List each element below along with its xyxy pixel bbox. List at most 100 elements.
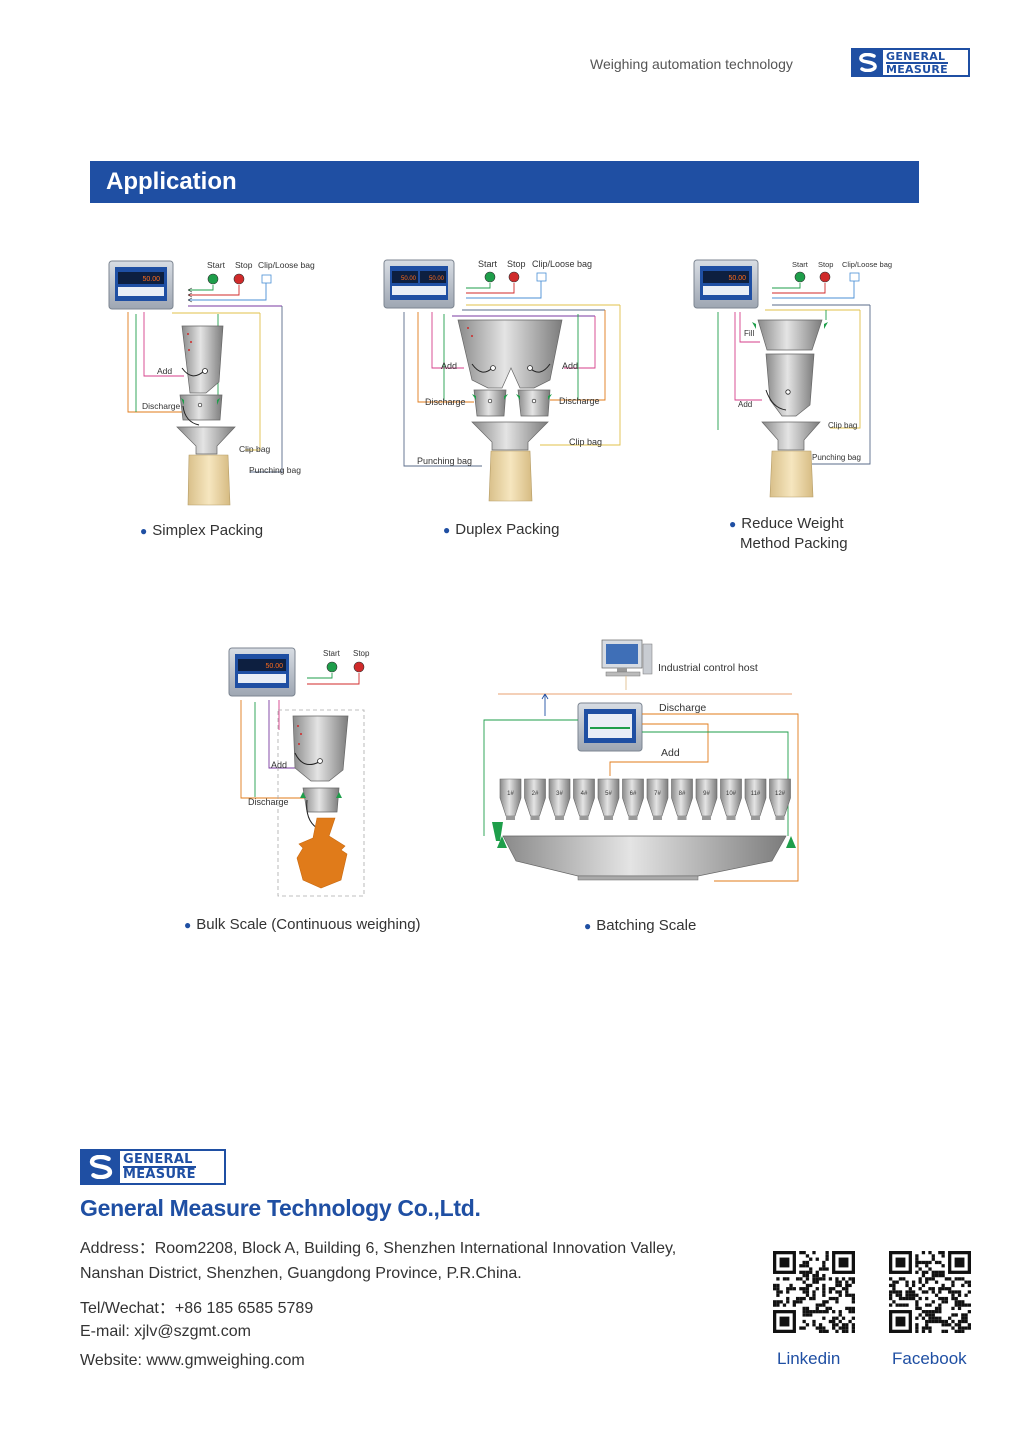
indicator-readout: 50.00 [728, 275, 746, 282]
bin-label: 6# [630, 791, 637, 797]
email: E-mail: xjlv@szgmt.com [80, 1323, 251, 1340]
punching-bag-label: Punching bag [812, 453, 861, 462]
discharge-label-left: Discharge [425, 397, 466, 407]
add-label: Add [157, 366, 172, 376]
discharge-label: Discharge [142, 401, 181, 411]
bin-label: 2# [532, 791, 539, 797]
logo-icon [853, 50, 883, 75]
bin-label: 4# [581, 791, 588, 797]
host-label: Industrial control host [658, 662, 758, 674]
clip-loose-label: Clip/Loose bag [842, 260, 892, 269]
bin-gate [702, 816, 711, 820]
stop-button-icon [819, 271, 831, 283]
logo-line1: GENERAL [123, 1152, 193, 1167]
bin-silo-icon [573, 778, 595, 817]
logo-line2: MEASURE [123, 1166, 196, 1182]
bin-silo-icon [695, 778, 718, 817]
bin-label: 5# [605, 791, 612, 797]
bullet-icon: ● [443, 523, 451, 537]
clip-bag-label: Clip bag [569, 437, 602, 447]
start-label: Start [792, 260, 809, 269]
stop-button-icon [233, 273, 245, 285]
logo-icon [82, 1151, 120, 1183]
section-banner: Application [90, 161, 919, 203]
bin-label: 3# [556, 791, 563, 797]
collection-hopper-icon [502, 835, 787, 877]
discharge-label: Discharge [659, 702, 706, 714]
clip-bag-label: Clip bag [239, 444, 270, 454]
caption-batching-text: Batching Scale [596, 917, 697, 934]
bullet-icon: ● [184, 918, 192, 932]
caption-bulk-text: Bulk Scale (Continuous weighing) [196, 916, 421, 933]
bin-label: 12# [775, 791, 786, 797]
bin-gate [579, 816, 589, 820]
stop-label: Stop [507, 259, 526, 269]
bullet-icon: ● [584, 919, 592, 933]
weighing-indicator: 50.00 [693, 259, 759, 309]
bin-silo-icon [597, 778, 620, 817]
batching-scale-diagram: Industrial control host Discharge Add 1#… [483, 639, 799, 882]
bin-label: 11# [751, 791, 761, 797]
caption-duplex: ● Duplex Packing [443, 520, 559, 540]
clip-bag-label: Clip bag [828, 421, 857, 430]
section-title: Application [106, 168, 237, 195]
bin-gate [506, 816, 515, 820]
bin-silo-icon [646, 778, 669, 817]
add-label-left: Add [441, 361, 457, 371]
start-label: Start [207, 260, 226, 270]
address-line-2: Nanshan District, Shenzhen, Guangdong Pr… [80, 1265, 522, 1282]
bin-gate [775, 816, 785, 820]
bin-label: 9# [703, 791, 710, 797]
weighing-indicator [577, 702, 643, 752]
caption-simplex-text: Simplex Packing [152, 522, 264, 539]
weighing-indicator: 50.00 [108, 260, 174, 310]
bin-gate [604, 816, 613, 820]
add-label: Add [738, 400, 752, 409]
punching-bag-label: Punching bag [249, 465, 301, 475]
start-button-icon [484, 271, 496, 283]
bulk-material-icon [296, 817, 348, 889]
start-button-icon [794, 271, 806, 283]
discharge-label-right: Discharge [559, 396, 600, 406]
header-tagline: Weighing automation technology [590, 56, 793, 72]
stop-label: Stop [353, 649, 370, 658]
add-label: Add [661, 747, 680, 759]
bin-row: 1#2#3#4#5#6#7#8#9#10#11#12# [499, 778, 791, 820]
caption-reduce-line2: Method Packing [740, 535, 848, 552]
add-label: Add [271, 760, 287, 770]
bin-gate [530, 816, 540, 820]
address-line-1: Address：Room2208, Block A, Building 6, S… [80, 1240, 677, 1257]
indicator-readout-right: 50.00 [429, 276, 445, 282]
duplex-packing-diagram: 50.00 50.00 Start Stop Clip/Loose bag Ad… [383, 259, 621, 502]
bin-silo-icon [744, 778, 767, 817]
caption-bulk: ● Bulk Scale (Continuous weighing) [184, 915, 421, 935]
indicator-readout: 50.00 [142, 276, 160, 283]
caption-simplex: ●Simplex Packing [140, 521, 263, 541]
tel-wechat: Tel/Wechat：+86 185 6585 5789 [80, 1300, 314, 1317]
linkedin-link[interactable]: Linkedin [777, 1349, 841, 1368]
simplex-packing-diagram: 50.00 Start Stop Clip/Loose bag Add Disc… [108, 260, 315, 506]
bin-silo-icon [548, 778, 571, 817]
bin-label: 10# [726, 791, 737, 797]
company-name: General Measure Technology Co.,Ltd. [80, 1195, 481, 1221]
footer-logo: GENERAL MEASURE [80, 1149, 226, 1185]
facebook-link[interactable]: Facebook [892, 1349, 967, 1368]
indicator-readout-left: 50.00 [401, 276, 417, 282]
clip-switch-icon [261, 274, 272, 284]
discharge-label: Discharge [248, 797, 289, 807]
stop-button-icon [508, 271, 520, 283]
computer-icon [601, 639, 653, 677]
stop-label: Stop [235, 260, 253, 270]
weighing-indicator: 50.00 [228, 647, 296, 697]
facebook-qr-code[interactable] [889, 1251, 971, 1333]
bin-silo-icon [769, 778, 791, 817]
stop-label: Stop [818, 260, 833, 269]
clip-switch-icon [536, 272, 547, 282]
weighing-indicator: 50.00 50.00 [383, 259, 455, 309]
logo-line2: MEASURE [886, 61, 948, 76]
bin-label: 7# [654, 791, 661, 797]
caption-duplex-text: Duplex Packing [455, 521, 560, 538]
linkedin-qr-code[interactable] [773, 1251, 855, 1333]
clip-loose-label: Clip/Loose bag [258, 260, 315, 270]
bin-silo-icon [622, 778, 644, 817]
